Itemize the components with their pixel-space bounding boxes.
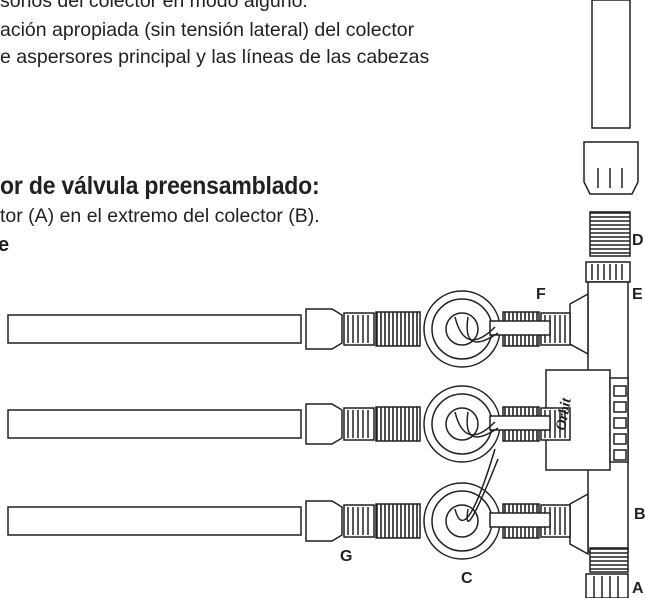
text-line-1: sorios del colector en modo alguno. (0, 0, 308, 12)
adapter-nut (583, 141, 639, 195)
vertical-pipe (591, 0, 631, 129)
adapter-3 (305, 500, 343, 542)
coupling-3 (343, 504, 375, 538)
text-line-3: e aspersores principal y las líneas de l… (0, 46, 430, 68)
inlet-thread-3 (375, 503, 421, 539)
adapter-1 (305, 308, 343, 350)
lateral-pipe-2 (7, 409, 302, 439)
threaded-end-a (589, 547, 629, 573)
solenoid-3 (489, 512, 551, 528)
solenoid-1 (489, 320, 551, 336)
coupling-1 (343, 312, 375, 346)
threaded-adapter-d (589, 211, 631, 257)
inlet-thread-2 (375, 406, 421, 442)
coupling-a (585, 573, 629, 598)
lateral-pipe-3 (7, 506, 302, 536)
label-f: F (536, 286, 546, 303)
label-g: G (340, 548, 353, 565)
label-c: C (461, 570, 473, 587)
adapter-2 (305, 403, 343, 445)
inlet-thread-1 (375, 311, 421, 347)
solenoid-2 (489, 415, 551, 431)
label-b: B (634, 506, 645, 523)
text-line-6: e (0, 234, 10, 256)
label-d: D (632, 232, 644, 249)
label-a: A (632, 580, 644, 597)
orbit-logo: Orbit (553, 396, 575, 432)
section-heading: or de válvula preensamblado: (0, 172, 320, 200)
label-e: E (632, 286, 643, 303)
text-line-5: tor (A) en el extremo del colector (B). (0, 205, 320, 227)
text-line-2: ación apropiada (sin tensión lateral) de… (0, 19, 415, 41)
coupling-2 (343, 407, 375, 441)
lateral-pipe-1 (7, 314, 302, 344)
